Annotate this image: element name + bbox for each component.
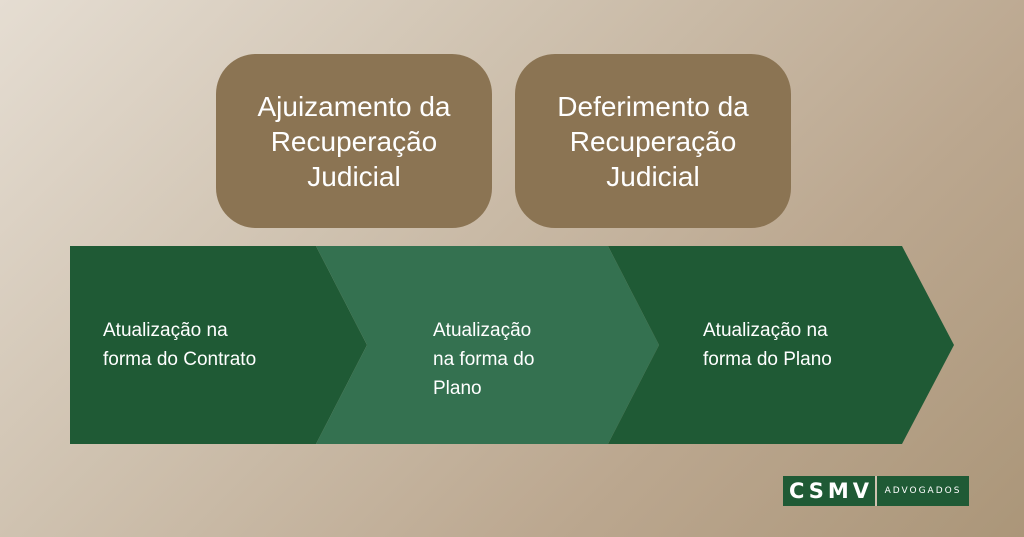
logo-mark: CSMV (783, 476, 875, 506)
process-flow: Atualização na forma do Contrato Atualiz… (70, 246, 954, 444)
logo-wordmark: ADVOGADOS (877, 476, 969, 506)
milestone-label: Deferimento da Recuperação Judicial (557, 90, 749, 192)
milestone-deferimento: Deferimento da Recuperação Judicial (515, 54, 791, 228)
stage-3-label: Atualização na forma do Plano (703, 320, 832, 370)
stage-1-label: Atualização na forma do Contrato (103, 320, 257, 370)
stage-2-arrow (316, 246, 659, 444)
stage-1-arrow (70, 246, 367, 444)
milestone-label: Ajuizamento da Recuperação Judicial (257, 90, 451, 192)
stage-3-arrow (608, 246, 954, 444)
flow-arrows (70, 246, 954, 444)
logo-divider (875, 476, 877, 506)
milestone-ajuizamento: Ajuizamento da Recuperação Judicial (216, 54, 492, 228)
csmv-logo: CSMV ADVOGADOS (783, 476, 969, 506)
stage-2-label: Atualização na forma do Plano (433, 320, 535, 399)
